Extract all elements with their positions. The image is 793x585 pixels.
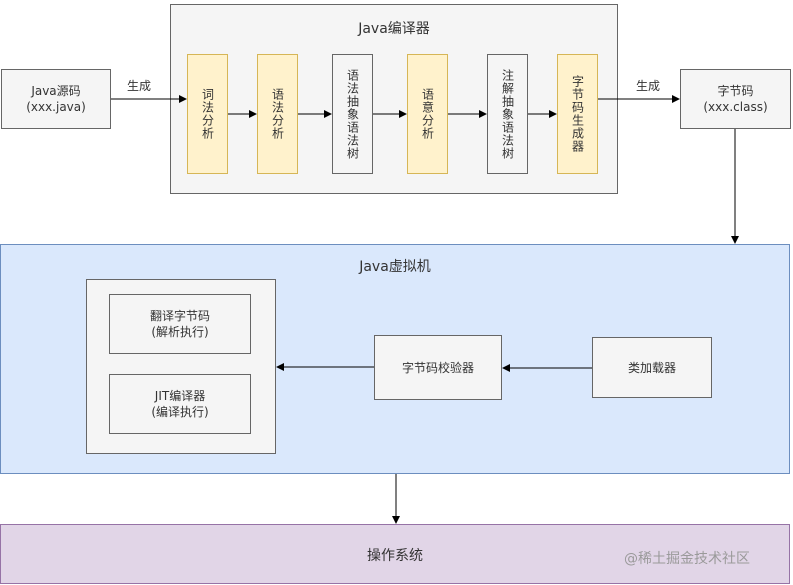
- jvm-title: Java虚拟机: [359, 259, 431, 275]
- operating-system-title: 操作系统: [367, 548, 423, 564]
- class-loader-box: 类加载器: [592, 337, 712, 398]
- edge-label-generate-left: 生成: [125, 77, 154, 94]
- class-loader-label: 类加载器: [627, 360, 676, 375]
- edge-label-generate-right: 生成: [634, 77, 663, 94]
- interpreter-mode: (解析执行): [151, 325, 209, 339]
- stage-annotated-ast: 注解抽象语法树: [487, 54, 528, 174]
- interpreter-label: 翻译字节码: [149, 309, 210, 323]
- bytecode-filename: (xxx.class): [703, 100, 768, 114]
- source-code-filename: (xxx.java): [26, 100, 86, 114]
- stage-semantic-analysis: 语意分析: [407, 54, 448, 174]
- bytecode-label: 字节码: [717, 84, 754, 98]
- stage-syntax-ast: 语法抽象语法树: [332, 54, 373, 174]
- bytecode-verifier-box: 字节码校验器: [374, 335, 502, 400]
- interpreter-box: 翻译字节码 (解析执行): [109, 294, 251, 354]
- stage-lexical-analysis: 词法分析: [187, 54, 228, 174]
- jit-compiler-box: JIT编译器 (编译执行): [109, 374, 251, 434]
- source-code-box: Java源码 (xxx.java): [1, 69, 111, 129]
- bytecode-box: 字节码 (xxx.class): [680, 69, 791, 129]
- operating-system-box: [0, 524, 790, 584]
- bytecode-verifier-label: 字节码校验器: [401, 360, 474, 375]
- compiler-container: [170, 4, 618, 194]
- stage-syntax-analysis: 语法分析: [257, 54, 298, 174]
- stage-bytecode-generator: 字节码生成器: [557, 54, 598, 174]
- watermark: @稀土掘金技术社区: [624, 551, 750, 567]
- jit-compiler-mode: (编译执行): [151, 405, 209, 419]
- compiler-title: Java编译器: [358, 21, 430, 37]
- source-code-label: Java源码: [31, 84, 81, 98]
- jit-compiler-label: JIT编译器: [154, 389, 206, 403]
